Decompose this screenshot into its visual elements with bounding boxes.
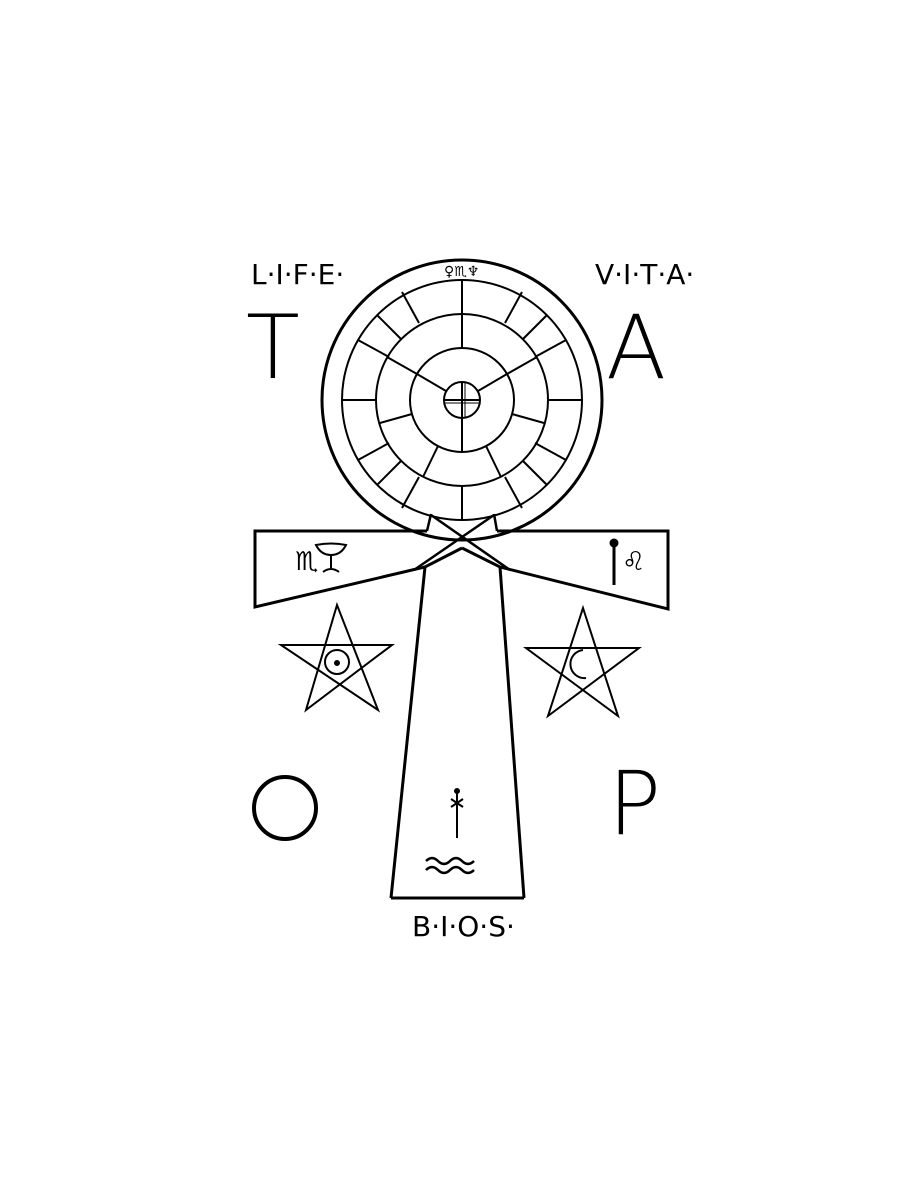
left-pentagram bbox=[277, 601, 395, 713]
ankh-arms bbox=[253, 529, 670, 611]
letter-p: P bbox=[608, 752, 662, 855]
word-vita: V·I·T·A· bbox=[595, 258, 695, 291]
chalice-icon bbox=[314, 542, 348, 573]
sword-icon bbox=[450, 788, 464, 838]
letter-a: A bbox=[606, 296, 667, 399]
wheel-top-glyphs: ♀♏♆ bbox=[444, 264, 479, 280]
letter-t: T bbox=[246, 296, 300, 399]
wand-icon bbox=[609, 538, 619, 585]
letter-o-circle bbox=[252, 775, 318, 841]
water-waves-icon bbox=[425, 856, 475, 875]
wheel-outer-spokes bbox=[357, 291, 567, 509]
ankh-neck bbox=[413, 513, 511, 572]
leo-glyph-right: ♌ bbox=[622, 547, 645, 577]
scorpio-glyph-left: ♏ bbox=[295, 547, 318, 577]
word-bios: B·I·O·S· bbox=[412, 910, 515, 943]
ankh-stem bbox=[389, 566, 526, 900]
word-life: L·I·F·E· bbox=[251, 258, 345, 291]
wheel bbox=[320, 258, 604, 542]
right-pentagram bbox=[522, 604, 643, 719]
